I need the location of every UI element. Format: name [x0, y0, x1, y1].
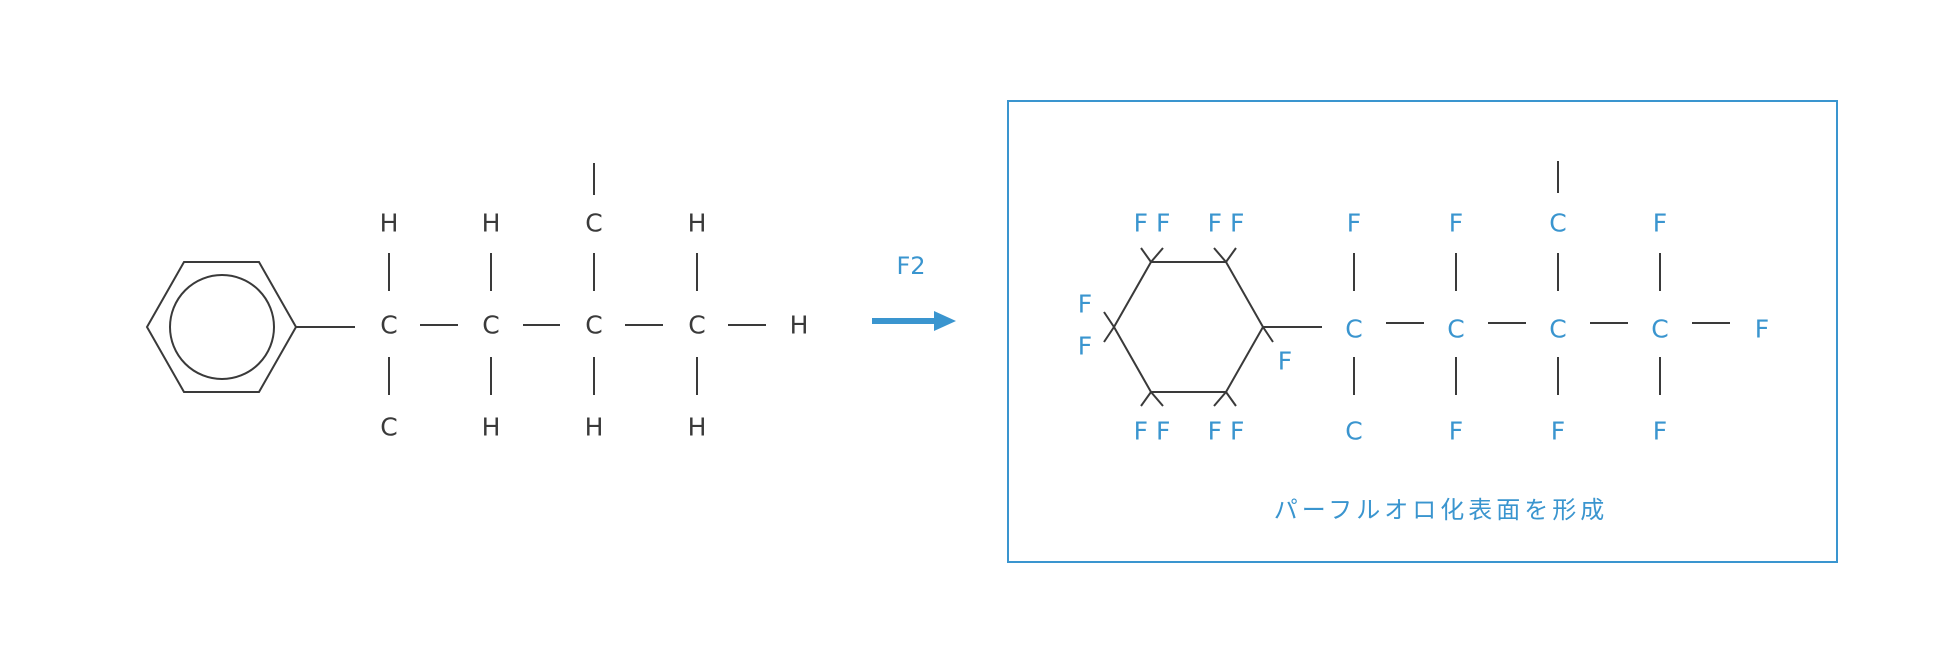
reaction-arrow: F2 — [872, 252, 956, 331]
atom-label: F — [1078, 332, 1092, 361]
bond — [1262, 326, 1274, 343]
bond — [1213, 391, 1227, 407]
atom-label: H — [482, 209, 501, 238]
atom-label: F — [1449, 417, 1463, 446]
atom-label: F F — [1134, 209, 1171, 238]
bond — [1213, 247, 1227, 263]
cyclohexane-ring — [1112, 261, 1265, 393]
atom-label: F — [1449, 209, 1463, 238]
atom-label: C — [1549, 209, 1566, 238]
atom-label: C — [1345, 315, 1362, 344]
bond — [1225, 247, 1237, 263]
bond — [1140, 247, 1152, 263]
atom-label: H — [688, 209, 707, 238]
atom-label: F — [1755, 315, 1769, 344]
atom-label: F — [1078, 290, 1092, 319]
bond — [1103, 326, 1115, 343]
atom-label: H — [585, 413, 604, 442]
arrow-head-icon — [934, 311, 956, 331]
atom-label: C — [1549, 315, 1566, 344]
atom-label: C — [1447, 315, 1464, 344]
bond — [1150, 391, 1164, 407]
bond — [1140, 391, 1152, 407]
atom-label: F F — [1134, 417, 1171, 446]
atom-label: C — [585, 311, 602, 340]
atom-label: C — [1345, 417, 1362, 446]
atom-label: F — [1551, 417, 1565, 446]
atom-label: C — [1651, 315, 1668, 344]
atom-label: C — [482, 311, 499, 340]
atom-label: F — [1653, 209, 1667, 238]
atom-label: H — [688, 413, 707, 442]
reactant-molecule: H H C H C C C C H C H H H — [145, 163, 809, 442]
bond — [1150, 247, 1164, 263]
reagent-label: F2 — [896, 252, 925, 280]
benzene-aromatic-circle — [169, 274, 275, 380]
bond — [1103, 311, 1115, 328]
atom-label: C — [380, 413, 397, 442]
product-frame — [1007, 100, 1838, 563]
product-caption: パーフルオロ化表面を形成 — [1274, 496, 1609, 524]
atom-label: C — [380, 311, 397, 340]
atom-label: F — [1347, 209, 1361, 238]
atom-label: F F — [1208, 417, 1245, 446]
atom-label: C — [585, 209, 602, 238]
arrow-shaft — [872, 318, 938, 324]
atom-label: H — [790, 311, 809, 340]
atom-label: F F — [1208, 209, 1245, 238]
atom-label: F — [1278, 347, 1292, 376]
bond — [1225, 391, 1237, 407]
atom-label: H — [380, 209, 399, 238]
atom-label: C — [688, 311, 705, 340]
product-molecule: F F F F F F F F F F F F F C F C C C C F … — [1078, 161, 1769, 524]
atom-label: F — [1653, 417, 1667, 446]
atom-label: H — [482, 413, 501, 442]
